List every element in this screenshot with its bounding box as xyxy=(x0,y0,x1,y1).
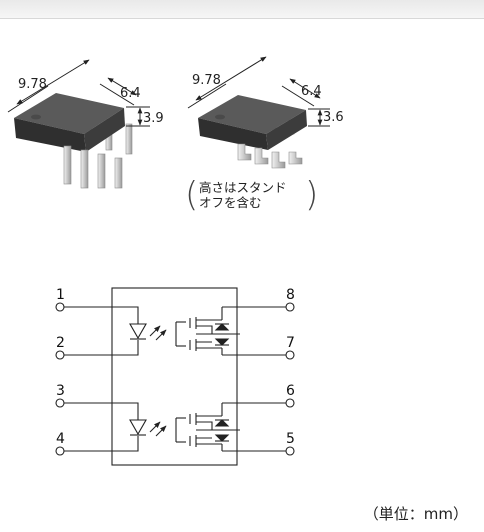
note-line-2: オフを含む xyxy=(199,195,262,210)
top-bar xyxy=(0,0,484,19)
pin-8-terminal xyxy=(285,302,295,312)
standoff-note: ( 高さはスタンド オフを含む ) xyxy=(185,178,318,212)
circuit-schematic xyxy=(55,287,295,466)
pin-2-label: 2 xyxy=(56,335,65,351)
pin-7-terminal xyxy=(285,350,295,360)
dip-length-label: 9.78 xyxy=(18,77,47,92)
smd-length-label: 9.78 xyxy=(192,73,221,88)
smd-height-label: 3.6 xyxy=(323,110,344,125)
pin-1-terminal xyxy=(55,302,65,312)
pin-3-terminal xyxy=(55,398,65,408)
smd-package-image xyxy=(198,95,307,169)
note-close-bracket: ) xyxy=(305,175,319,215)
pin-6-label: 6 xyxy=(286,383,295,399)
unit-label: （単位：mm） xyxy=(363,505,468,523)
pin-3-label: 3 xyxy=(56,383,65,399)
pin-1-label: 1 xyxy=(56,287,65,303)
pin-5-label: 5 xyxy=(286,431,295,447)
dip-width-label: 6.4 xyxy=(120,86,141,101)
pin-2-terminal xyxy=(55,350,65,360)
smd-width-label: 6.4 xyxy=(301,84,322,99)
pin-8-label: 8 xyxy=(286,287,295,303)
note-open-bracket: ( xyxy=(185,175,199,215)
dip-height-label: 3.9 xyxy=(143,111,164,126)
pin-4-label: 4 xyxy=(56,431,65,447)
pin-6-terminal xyxy=(285,398,295,408)
smd-dimension-lines xyxy=(187,56,330,127)
dip-package-image xyxy=(14,93,133,189)
note-line-1: 高さはスタンド xyxy=(199,180,287,195)
pin-4-terminal xyxy=(55,446,65,456)
ic-outline xyxy=(111,287,238,466)
pin-7-label: 7 xyxy=(286,335,295,351)
pin-5-terminal xyxy=(285,446,295,456)
dip-dimension-lines xyxy=(7,59,150,127)
